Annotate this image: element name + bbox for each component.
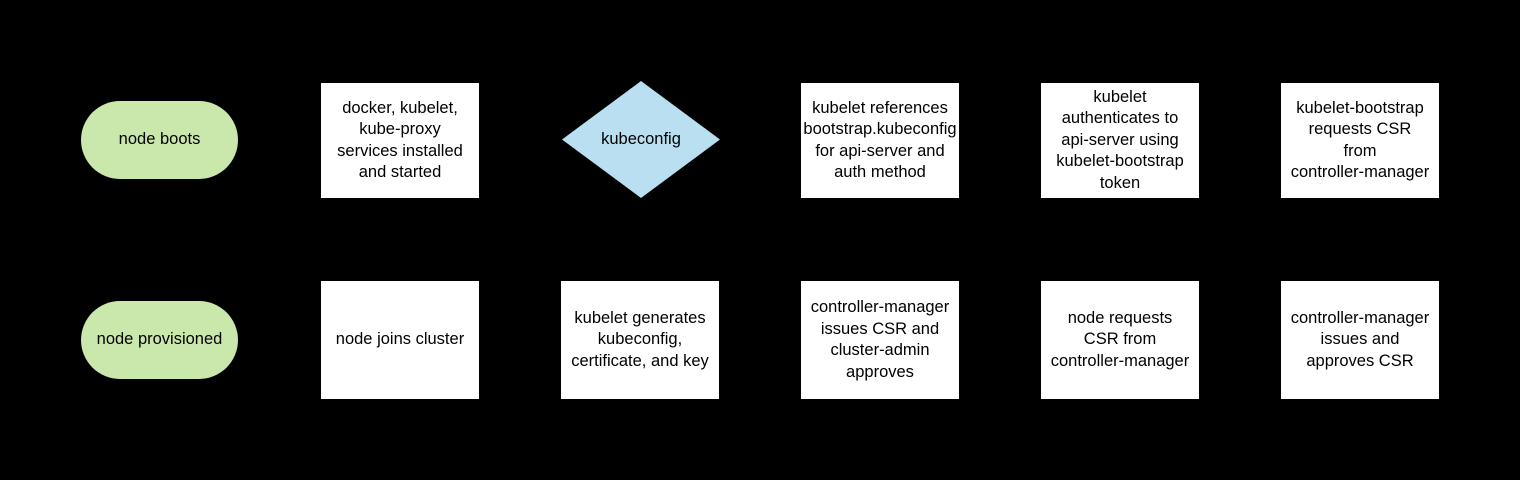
flow-node-label: docker, kubelet, kube-proxy services ins… — [337, 98, 463, 182]
flow-node-label: node provisioned — [96, 330, 223, 349]
flow-node-kubelet-bootstrap-requests-csr[interactable]: kubelet-bootstrap requests CSR from cont… — [1281, 83, 1439, 198]
flow-node-label: kubelet generates kubeconfig, certificat… — [571, 308, 709, 370]
flow-node-label: node boots — [118, 130, 201, 149]
flow-node-label: kubelet references bootstrap.kubeconfig … — [803, 98, 957, 182]
flow-node-kubelet-authenticates[interactable]: kubelet authenticates to api-server usin… — [1041, 83, 1199, 198]
flow-node-controller-manager-approves-csr[interactable]: controller-manager issues and approves C… — [1281, 281, 1439, 399]
flow-node-controller-manager-issues-csr[interactable]: controller-manager issues CSR and cluste… — [801, 281, 959, 399]
flow-node-label: node joins cluster — [335, 330, 465, 349]
flow-node-label: kubelet authenticates to api-server usin… — [1056, 87, 1184, 192]
flow-node-node-boots[interactable]: node boots — [81, 101, 238, 179]
flow-node-label: kubeconfig — [601, 129, 681, 148]
flow-node-node-requests-csr[interactable]: node requests CSR from controller-manage… — [1041, 281, 1199, 399]
flow-node-kubeconfig-decision[interactable]: kubeconfig — [562, 81, 720, 198]
flow-node-label: node requests CSR from controller-manage… — [1050, 308, 1190, 370]
flow-node-kubelet-generates-kubeconfig[interactable]: kubelet generates kubeconfig, certificat… — [561, 281, 719, 399]
flow-node-node-joins-cluster[interactable]: node joins cluster — [321, 281, 479, 399]
flow-node-label: kubelet-bootstrap requests CSR from cont… — [1290, 98, 1430, 182]
flow-node-node-provisioned[interactable]: node provisioned — [81, 301, 238, 379]
flow-node-label: controller-manager issues CSR and cluste… — [810, 298, 950, 381]
flow-node-services-installed[interactable]: docker, kubelet, kube-proxy services ins… — [321, 83, 479, 198]
flow-node-kubelet-references-bootstrap[interactable]: kubelet references bootstrap.kubeconfig … — [801, 83, 959, 198]
flow-node-label: controller-manager issues and approves C… — [1290, 308, 1430, 370]
